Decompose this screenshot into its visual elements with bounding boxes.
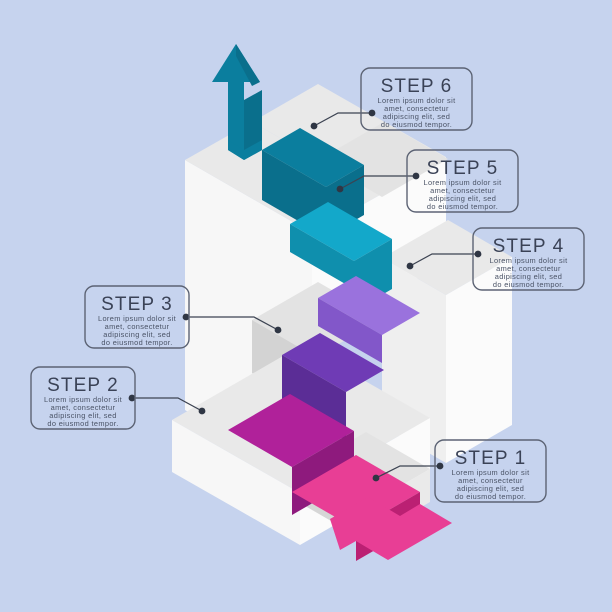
step-6-title: STEP 6 bbox=[381, 76, 453, 97]
step-3-body-line-1: Lorem ipsum dolor sit bbox=[98, 314, 176, 323]
connector-dot-step-5-anchor bbox=[336, 185, 344, 193]
step-3-body-line-3: adipiscing elit, sed bbox=[103, 330, 170, 339]
connector-step-1 bbox=[375, 465, 440, 479]
path-step-2-tread bbox=[228, 394, 354, 467]
step-6-body-line-1: Lorem ipsum dolor sit bbox=[378, 96, 456, 105]
step-5-label-card[interactable]: STEP 5 Lorem ipsum dolor sit amet, conse… bbox=[406, 149, 519, 213]
connector-step-2 bbox=[132, 397, 203, 412]
colored-step-path bbox=[228, 128, 452, 561]
step-1-body-line-4: do eiusmod tempor. bbox=[455, 492, 526, 501]
step-4-right bbox=[446, 257, 512, 463]
upward-arrow bbox=[212, 44, 262, 160]
step-1-label-card[interactable]: STEP 1 Lorem ipsum dolor sit amet, conse… bbox=[434, 439, 547, 503]
step-1-body-line-2: amet, consectetur bbox=[458, 476, 523, 485]
step-5-body-line-4: do eiusmod tempor. bbox=[427, 202, 498, 211]
step-6-body-line-4: do eiusmod tempor. bbox=[381, 120, 452, 129]
step-2-body-line-1: Lorem ipsum dolor sit bbox=[44, 395, 122, 404]
connector-dot-step-4-anchor bbox=[406, 262, 414, 270]
path-step-5-riser-left bbox=[290, 224, 354, 289]
step-6-body-line-2: amet, consectetur bbox=[384, 104, 449, 113]
step-1-title: STEP 1 bbox=[455, 448, 527, 469]
step-3-label-card[interactable]: STEP 3 Lorem ipsum dolor sit amet, conse… bbox=[84, 285, 190, 349]
path-step-4-riser bbox=[318, 298, 382, 363]
connector-dot-step-6-label bbox=[368, 109, 376, 117]
step-4-body-line-3: adipiscing elit, sed bbox=[495, 272, 562, 281]
step-4-body-line-4: do eiusmod tempor. bbox=[493, 280, 564, 289]
connector-dot-step-2-anchor bbox=[198, 407, 206, 415]
step-5-body-line-2: amet, consectetur bbox=[430, 186, 495, 195]
step-4-top bbox=[382, 220, 512, 295]
connector-step-3 bbox=[186, 316, 279, 331]
step-4-label-card[interactable]: STEP 4 Lorem ipsum dolor sit amet, conse… bbox=[472, 227, 585, 291]
step-1-card-border bbox=[434, 439, 547, 503]
path-step-5-tread bbox=[290, 202, 392, 261]
arrow-base bbox=[228, 140, 262, 160]
step-2-left bbox=[172, 420, 300, 545]
connector-dot-step-2-label bbox=[128, 394, 136, 402]
step-2-label-card[interactable]: STEP 2 Lorem ipsum dolor sit amet, conse… bbox=[30, 366, 136, 430]
step-2-body-line-2: amet, consectetur bbox=[51, 403, 116, 412]
step-6-body-line-3: adipiscing elit, sed bbox=[383, 112, 450, 121]
connector-dot-step-4-label bbox=[474, 250, 482, 258]
step-5-title: STEP 5 bbox=[427, 158, 499, 179]
path-step-6-tread bbox=[262, 128, 364, 187]
connector-step-5 bbox=[339, 175, 416, 190]
step-5-body-line-1: Lorem ipsum dolor sit bbox=[424, 178, 502, 187]
step-2-title: STEP 2 bbox=[47, 375, 119, 396]
path-ground-zigzag bbox=[330, 497, 452, 560]
step-4-body-line-1: Lorem ipsum dolor sit bbox=[490, 256, 568, 265]
connector-dot-step-3-anchor bbox=[274, 326, 282, 334]
connector-step-4 bbox=[409, 253, 478, 267]
step-1-body-line-3: adipiscing elit, sed bbox=[457, 484, 524, 493]
path-step-4-tread bbox=[318, 276, 420, 335]
step-2-body-line-4: do eiusmod tempor. bbox=[47, 419, 118, 428]
step-4-body-line-2: amet, consectetur bbox=[496, 264, 561, 273]
step-2-body-line-3: adipiscing elit, sed bbox=[49, 411, 116, 420]
path-step-3-tread bbox=[282, 333, 384, 392]
step-3-body-line-2: amet, consectetur bbox=[105, 322, 170, 331]
connector-dot-step-5-label bbox=[412, 172, 420, 180]
connector-dot-step-3-label bbox=[182, 313, 190, 321]
step-1-body-line-1: Lorem ipsum dolor sit bbox=[452, 468, 530, 477]
connector-dot-step-6-anchor bbox=[310, 122, 318, 130]
step-2-card-border bbox=[30, 366, 136, 430]
connector-dot-step-1-label bbox=[436, 462, 444, 470]
step-5-card-border bbox=[406, 149, 519, 213]
step-6-label-card[interactable]: STEP 6 Lorem ipsum dolor sit amet, conse… bbox=[360, 67, 473, 131]
step-3-title: STEP 3 bbox=[101, 294, 173, 315]
step-4-title: STEP 4 bbox=[493, 236, 565, 257]
arrow-head-shade bbox=[236, 44, 260, 86]
step-3-card-border bbox=[84, 285, 190, 349]
connector-dot-step-1-anchor bbox=[372, 474, 380, 482]
step-3-body-line-4: do eiusmod tempor. bbox=[101, 338, 172, 347]
step-5-body-line-3: adipiscing elit, sed bbox=[429, 194, 496, 203]
step-6-card-border bbox=[360, 67, 473, 131]
step-4-card-border bbox=[472, 227, 585, 291]
